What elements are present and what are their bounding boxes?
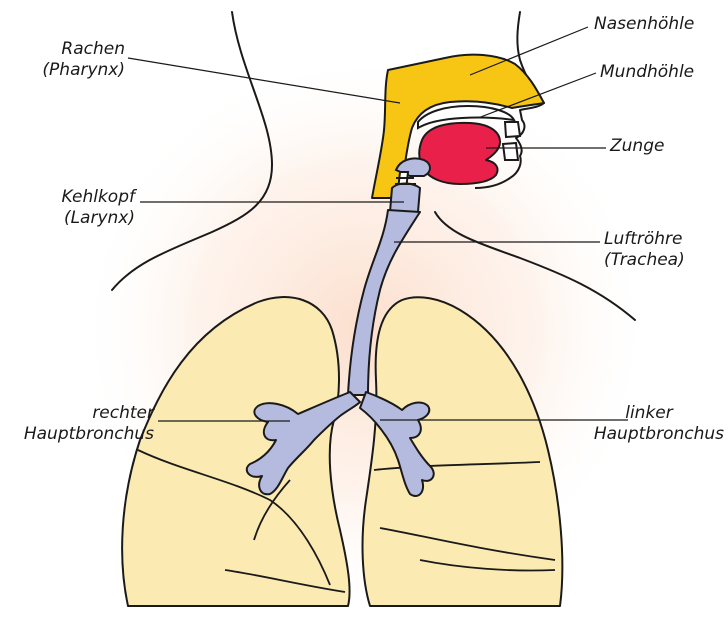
label-linker-line2: Hauptbronchus — [574, 424, 724, 445]
leader-nasenhoehle — [470, 27, 588, 75]
label-rechter-line2: Hauptbronchus — [24, 424, 154, 445]
label-kehlkopf-line2: (Larynx) — [61, 208, 135, 229]
label-nasenhoehle: Nasenhöhle — [594, 14, 694, 35]
label-linker-line1: linker — [574, 403, 724, 424]
tongue — [419, 123, 500, 184]
label-luftroehre-line2: (Trachea) — [604, 250, 685, 271]
label-linker-hauptbronchus: linker Hauptbronchus — [574, 403, 724, 445]
label-rechter-line1: rechter — [24, 403, 154, 424]
label-mundhoehle-line1: Mundhöhle — [600, 62, 694, 83]
label-zunge: Zunge — [610, 136, 664, 157]
label-rachen-line1: Rachen — [42, 39, 125, 60]
label-rechter-hauptbronchus: rechter Hauptbronchus — [24, 403, 154, 445]
label-luftroehre-line1: Luftröhre — [604, 229, 685, 250]
label-luftroehre: Luftröhre (Trachea) — [604, 229, 685, 271]
label-rachen: Rachen (Pharynx) — [42, 39, 125, 81]
label-zunge-line1: Zunge — [610, 136, 664, 157]
label-nasenhoehle-line1: Nasenhöhle — [594, 14, 694, 35]
label-kehlkopf: Kehlkopf (Larynx) — [61, 187, 135, 229]
label-rachen-line2: (Pharynx) — [42, 60, 125, 81]
label-mundhoehle: Mundhöhle — [600, 62, 694, 83]
label-kehlkopf-line1: Kehlkopf — [61, 187, 135, 208]
